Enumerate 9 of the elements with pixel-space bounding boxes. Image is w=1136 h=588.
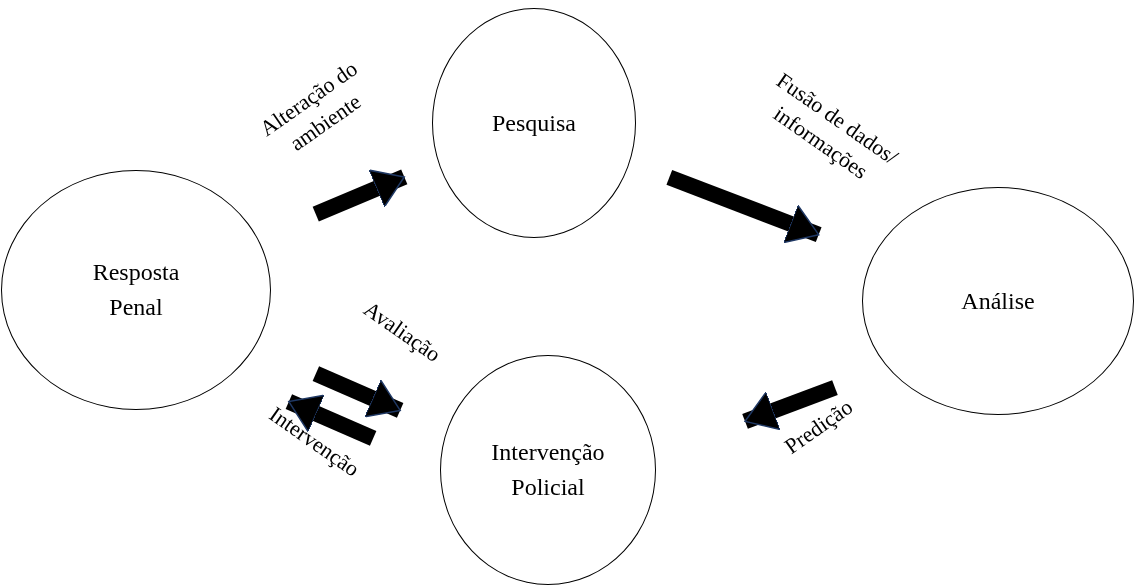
node-label: Resposta Penal bbox=[91, 258, 181, 322]
block-arrow bbox=[742, 380, 838, 431]
block-arrow bbox=[666, 169, 822, 244]
block-arrow bbox=[312, 169, 408, 222]
node-label: Pesquisa bbox=[492, 108, 576, 138]
block-arrow bbox=[285, 394, 377, 446]
node-label: Análise bbox=[961, 286, 1035, 316]
block-arrow bbox=[312, 366, 404, 418]
node-label: Intervenção Policial bbox=[490, 438, 606, 502]
